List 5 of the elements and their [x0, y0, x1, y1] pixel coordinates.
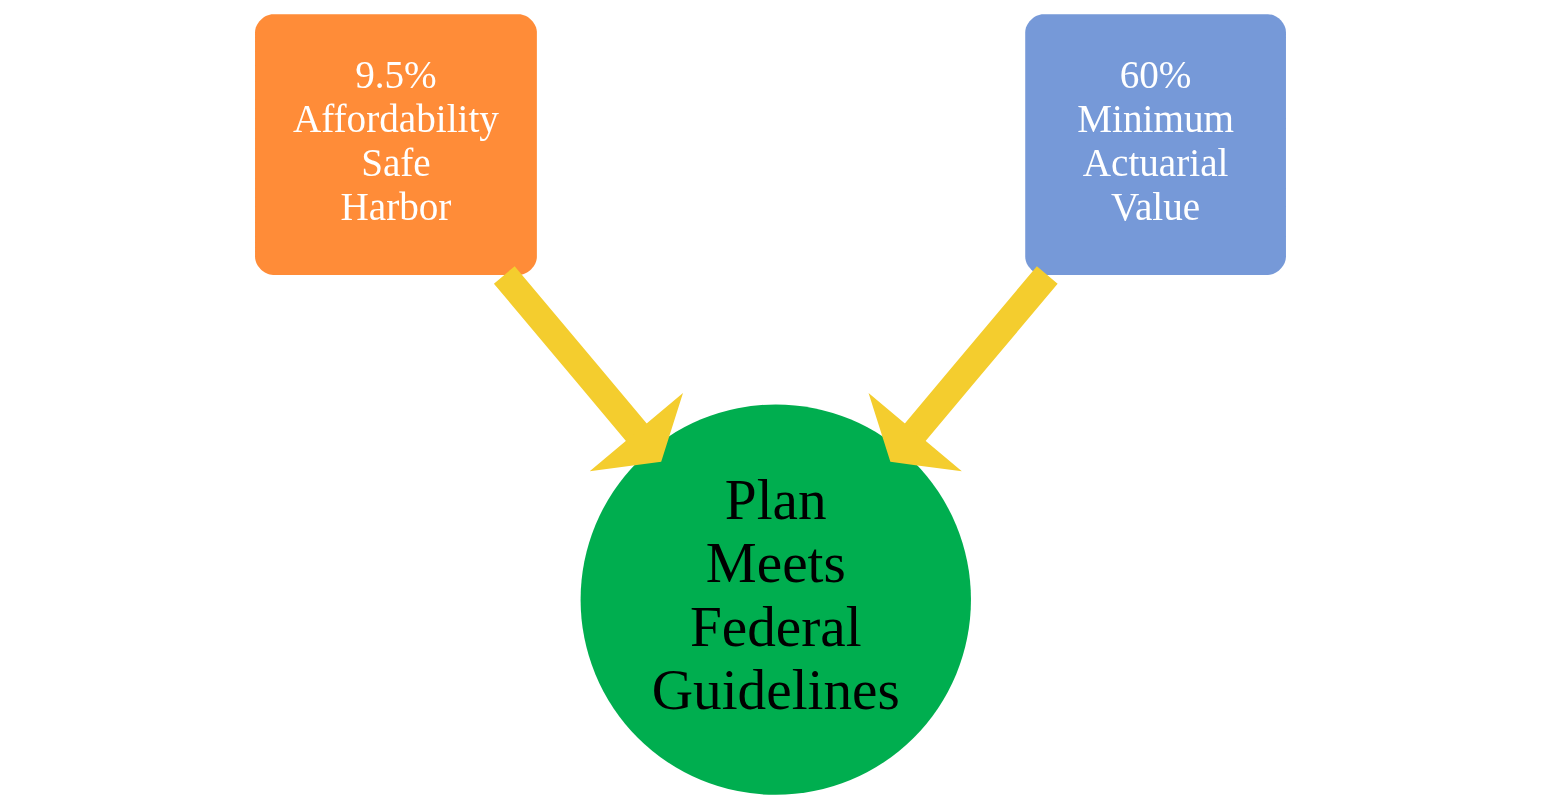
node-box: 9.5% Affordability Safe Harbor [255, 14, 537, 275]
node-circle: Plan Meets Federal Guidelines [580, 404, 971, 795]
arrow [868, 266, 1058, 472]
node-box: 60% Minimum Actuarial Value [1025, 14, 1286, 275]
arrow [493, 266, 684, 472]
